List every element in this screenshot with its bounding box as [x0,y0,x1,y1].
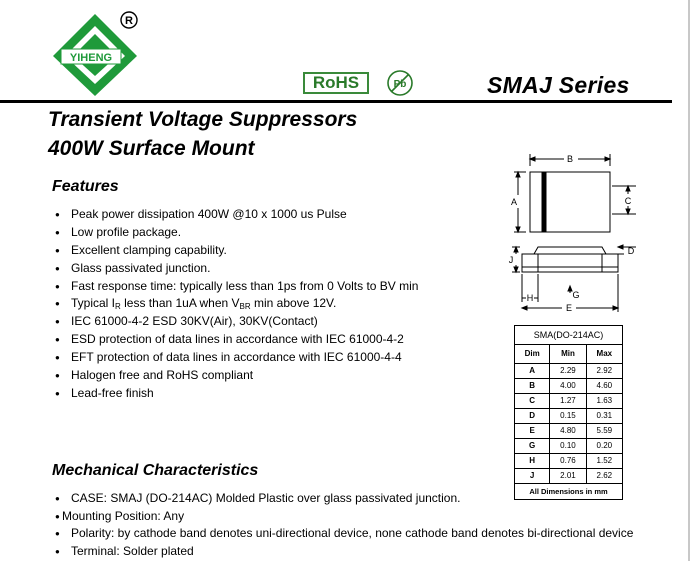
page-edge [688,0,690,561]
document-title: Transient Voltage Suppressors [48,108,358,131]
package-outline-drawing: B A C D J H G E [509,154,636,313]
list-item: Fast response time: typically less than … [55,278,418,296]
list-item: Typical IR less than 1uA when VBR min ab… [55,295,418,313]
pb-text: Pb [394,79,407,90]
table-header: Max [585,344,624,364]
features-list: Peak power dissipation 400W @10 x 1000 u… [55,206,418,403]
list-item: ESD protection of data lines in accordan… [55,331,418,349]
list-item: Excellent clamping capability. [55,242,418,260]
dim-label-h: H [527,293,534,303]
document-subtitle: 400W Surface Mount [48,137,255,160]
table-footer: All Dimensions in mm [514,483,623,500]
list-item: EFT protection of data lines in accordan… [55,349,418,367]
rohs-badge: RoHS [303,72,369,94]
dim-label-e: E [566,303,572,313]
list-item: Glass passivated junction. [55,260,418,278]
list-item: IEC 61000-4-2 ESD 30KV(Air), 30KV(Contac… [55,313,418,331]
header-rule [0,100,672,103]
list-item: Halogen free and RoHS compliant [55,367,418,385]
list-item: Peak power dissipation 400W @10 x 1000 u… [55,206,418,224]
mechanical-heading: Mechanical Characteristics [52,462,259,479]
dim-label-a: A [511,197,517,207]
dim-label-j: J [509,255,514,265]
list-item: CASE: SMAJ (DO-214AC) Molded Plastic ove… [55,490,633,508]
table-header: Dim [513,344,551,364]
table-header: Min [549,344,587,364]
list-item: Mounting Position: Any [55,508,633,526]
list-item: Polarity: by cathode band denotes uni-di… [55,525,633,543]
yiheng-logo: YIHENG R [53,11,138,96]
list-item: Lead-free finish [55,385,418,403]
list-item: Low profile package. [55,224,418,242]
features-heading: Features [52,178,119,195]
dim-label-b: B [567,154,573,164]
svg-text:R: R [125,15,133,27]
dim-label-g: G [572,290,579,300]
series-title: SMAJ Series [487,72,630,98]
list-item: Terminal: Solder plated [55,543,633,561]
dim-label-d: D [628,246,635,256]
logo-text: YIHENG [70,52,112,64]
mechanical-list: CASE: SMAJ (DO-214AC) Molded Plastic ove… [55,490,633,560]
lead-free-icon: Pb [387,70,413,96]
dim-label-c: C [625,196,632,206]
table-caption: SMA(DO-214AC) [514,325,623,345]
